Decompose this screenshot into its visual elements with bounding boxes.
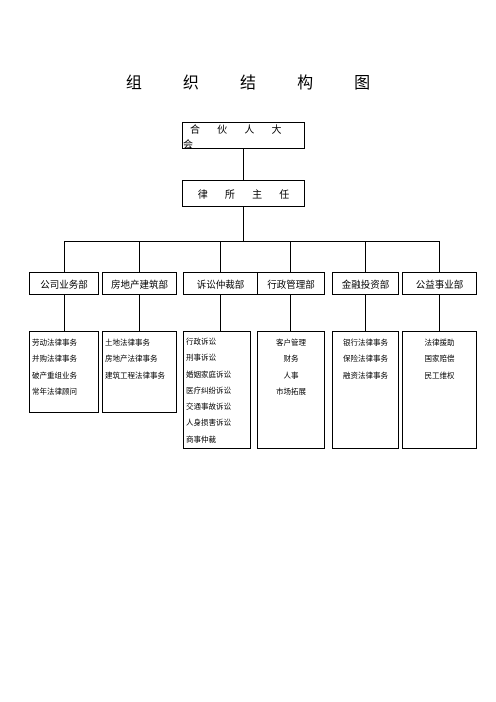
list-item: 房地产法律事务 — [105, 354, 158, 364]
items-box-finance: 银行法律事务 保险法律事务 融资法律事务 — [332, 331, 399, 449]
items-box-corporate: 劳动法律事务 并购法律事务 破产重组业务 常年法律顾问 — [29, 331, 99, 413]
dept-label: 行政管理部 — [267, 279, 315, 291]
page-title: 组 织 结 构 图 — [125, 73, 389, 92]
list-item: 婚姻家庭诉讼 — [186, 369, 231, 379]
dept-node-public-welfare: 公益事业部 — [402, 272, 477, 295]
items-box-real-estate: 土地法律事务 房地产法律事务 建筑工程法律事务 — [102, 331, 177, 413]
dept-label: 公益事业部 — [415, 279, 464, 291]
dept-node-administration: 行政管理部 — [257, 272, 325, 295]
items-box-public-welfare: 法律援助 国家赔偿 民工维权 — [402, 331, 477, 449]
list-item: 保险法律事务 — [343, 354, 388, 364]
list-item: 市场拓展 — [276, 386, 306, 396]
dept-label: 金融投资部 — [341, 279, 390, 291]
director-node-label: 律 所 主 任 — [197, 190, 297, 201]
list-item: 银行法律事务 — [343, 338, 388, 347]
list-item: 并购法律事务 — [32, 354, 77, 364]
list-item: 财务 — [283, 354, 299, 364]
director-node: 律 所 主 任 — [182, 180, 305, 207]
list-item: 商事仲裁 — [186, 434, 216, 444]
dept-node-corporate: 公司业务部 — [29, 272, 99, 295]
dept-label: 公司业务部 — [40, 279, 88, 291]
list-item: 法律援助 — [424, 338, 455, 347]
list-item: 土地法律事务 — [105, 338, 150, 347]
list-item: 常年法律顾问 — [32, 386, 77, 396]
list-item: 破产重组业务 — [32, 370, 77, 380]
list-item: 人身损害诉讼 — [186, 418, 231, 428]
dept-label: 诉讼仲裁部 — [196, 279, 245, 291]
list-item: 客户管理 — [276, 338, 306, 347]
root-node-label: 合 伙 人 大 会 — [183, 124, 289, 151]
list-item: 融资法律事务 — [343, 370, 388, 380]
items-box-administration: 客户管理 财务 人事 市场拓展 — [257, 331, 325, 449]
list-item: 行政诉讼 — [186, 337, 216, 346]
list-item: 人事 — [283, 370, 299, 380]
list-item: 国家赔偿 — [424, 354, 455, 364]
dept-node-finance: 金融投资部 — [332, 272, 399, 295]
list-item: 建筑工程法律事务 — [105, 370, 165, 380]
items-box-litigation: 行政诉讼 刑事诉讼 婚姻家庭诉讼 医疗纠纷诉讼 交通事故诉讼 人身损害诉讼 商事… — [183, 331, 251, 449]
root-node-partners-meeting: 合 伙 人 大 会 — [182, 122, 305, 151]
dept-node-real-estate: 房地产建筑部 — [102, 272, 177, 295]
list-item: 刑事诉讼 — [186, 353, 216, 363]
list-item: 医疗纠纷诉讼 — [186, 385, 231, 395]
list-item: 劳动法律事务 — [32, 338, 77, 347]
list-item: 民工维权 — [424, 370, 455, 380]
dept-label: 房地产建筑部 — [110, 279, 168, 291]
dept-node-litigation: 诉讼仲裁部 — [183, 272, 258, 295]
list-item: 交通事故诉讼 — [186, 402, 231, 412]
